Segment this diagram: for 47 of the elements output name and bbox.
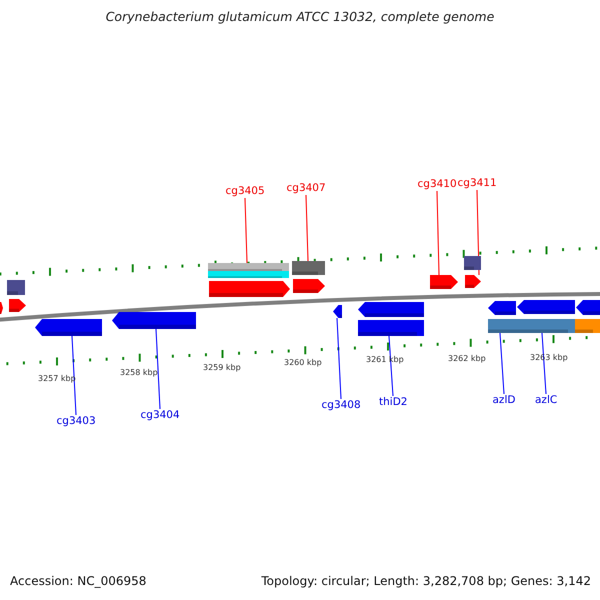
feature-bar bbox=[575, 319, 600, 333]
scale-label: 3259 kbp bbox=[203, 364, 241, 372]
scale-label: 3262 kbp bbox=[448, 355, 486, 363]
gene-glyph bbox=[112, 312, 196, 329]
feature-bar bbox=[464, 256, 481, 270]
gene-glyph bbox=[0, 302, 3, 314]
leader-line bbox=[306, 194, 308, 262]
gene-glyph bbox=[430, 275, 458, 289]
gene-glyph bbox=[465, 275, 481, 288]
feature-bar bbox=[208, 263, 289, 271]
gene-label: cg3404 bbox=[140, 410, 180, 420]
gene-glyph bbox=[333, 305, 342, 318]
leader-line bbox=[156, 328, 160, 410]
gene-label: thiD2 bbox=[379, 397, 408, 408]
gene-glyph bbox=[576, 300, 600, 315]
gene-glyph bbox=[209, 281, 290, 297]
gene-label: cg3410 bbox=[418, 179, 457, 190]
leader-line bbox=[72, 336, 76, 416]
gene-label: cg3408 bbox=[322, 400, 361, 410]
gene-label: azlC bbox=[535, 395, 558, 406]
footer-text: Accession: NC_006958 bbox=[10, 575, 146, 587]
leader-line bbox=[476, 190, 480, 276]
gene-label: cg3405 bbox=[226, 186, 265, 196]
leader-line bbox=[336, 318, 342, 400]
feature-bar bbox=[7, 280, 25, 295]
feature-bar bbox=[488, 319, 575, 333]
gene-glyph bbox=[35, 319, 102, 336]
gene-label: cg3407 bbox=[286, 183, 326, 194]
scale-label: 3258 kbp bbox=[120, 369, 158, 377]
gene-label: azlD bbox=[492, 395, 516, 406]
gene-label: cg3403 bbox=[56, 416, 96, 426]
feature-bar bbox=[292, 261, 325, 275]
leader-line bbox=[244, 198, 248, 264]
gene-glyph bbox=[488, 301, 516, 315]
leader-line bbox=[388, 336, 394, 396]
feature-bar bbox=[208, 271, 289, 278]
gene-glyph bbox=[358, 302, 424, 317]
footer-text: Topology: circular; Length: 3,282,708 bp; Genes: 3,142 bbox=[261, 575, 591, 587]
gene-glyph bbox=[9, 299, 26, 312]
leader-line bbox=[542, 332, 546, 394]
leader-line bbox=[436, 190, 440, 276]
gene-label: cg3411 bbox=[458, 178, 497, 188]
scale-label: 3260 kbp bbox=[284, 359, 322, 367]
gene-glyph bbox=[293, 279, 325, 293]
feature-bar bbox=[358, 320, 424, 336]
diagram-title: Corynebacterium glutamicum ATCC 13032, complete genome bbox=[104, 11, 496, 24]
leader-line bbox=[500, 332, 504, 394]
